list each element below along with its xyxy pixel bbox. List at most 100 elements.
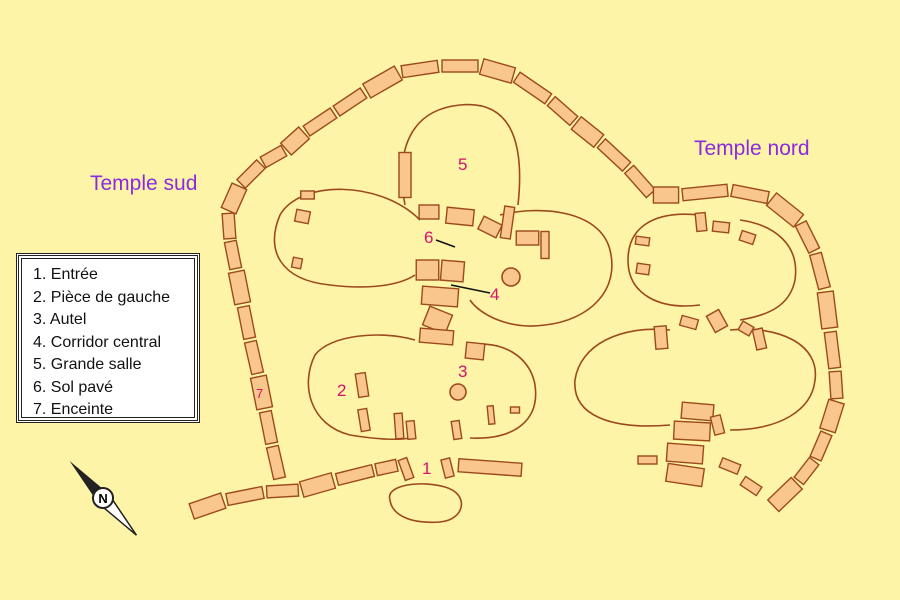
stone <box>637 455 658 465</box>
stone <box>258 409 279 446</box>
stone <box>236 304 257 341</box>
south-lower-left-apse <box>307 334 416 441</box>
temple-north-title: Temple nord <box>694 137 810 160</box>
stone <box>766 476 804 513</box>
outer-wall-stones <box>188 57 846 520</box>
stone <box>664 462 706 488</box>
legend-item-autel: 3. Autel <box>33 311 87 328</box>
stone <box>509 406 521 414</box>
stone <box>540 230 550 260</box>
stone <box>818 398 846 434</box>
stone <box>464 341 486 361</box>
stone <box>332 87 368 117</box>
stone <box>405 419 417 441</box>
south-upper-right-apse <box>469 209 613 327</box>
legend: 1. Entrée 2. Pièce de gauche 3. Autel 4.… <box>16 253 200 423</box>
stone <box>223 239 243 271</box>
stone <box>188 492 227 520</box>
stone <box>596 137 632 173</box>
stone <box>751 327 768 351</box>
stone <box>293 208 312 225</box>
stone <box>652 186 680 204</box>
altar-circle <box>449 383 467 401</box>
stone <box>808 251 832 291</box>
stone <box>478 57 517 85</box>
stone <box>828 370 844 400</box>
stone <box>681 183 729 202</box>
stone <box>816 290 839 330</box>
stone <box>265 483 300 499</box>
stone <box>302 107 338 137</box>
marker-2: 2 <box>337 381 347 400</box>
marker-1: 1 <box>422 459 432 478</box>
stone <box>694 211 708 233</box>
stone <box>809 430 833 462</box>
stone <box>705 308 729 334</box>
stone <box>290 256 304 270</box>
stone <box>440 457 455 479</box>
stone <box>224 485 266 507</box>
stone <box>729 183 771 205</box>
stone <box>354 371 370 399</box>
stone <box>711 220 731 234</box>
south-upper-left-apse <box>273 188 421 288</box>
stone <box>546 95 579 127</box>
stone <box>420 285 460 308</box>
stone <box>393 412 405 440</box>
compass-label: N <box>98 491 107 506</box>
stone <box>235 158 267 190</box>
legend-item-corridor-central: 4. Corridor central <box>33 333 162 351</box>
marker-5: 5 <box>458 155 468 174</box>
legend-item-grande-salle: 5. Grande salle <box>33 356 142 373</box>
stone <box>439 259 466 283</box>
stone <box>300 190 315 200</box>
legend-item-entree: 1. Entrée <box>33 266 98 283</box>
stone <box>634 235 651 247</box>
stone <box>499 205 516 240</box>
marker-7: 7 <box>256 386 264 401</box>
stone <box>680 401 715 422</box>
stone <box>418 204 440 220</box>
stone <box>515 230 540 246</box>
stone <box>243 339 265 376</box>
stone <box>653 325 669 350</box>
stone <box>623 164 657 199</box>
compass: N <box>69 460 138 536</box>
legend-item-sol-pave: 6. Sol pavé <box>33 378 114 396</box>
north-lower-apse <box>574 328 817 431</box>
stone <box>450 419 463 441</box>
stone <box>259 144 288 169</box>
stone <box>444 206 476 227</box>
stone <box>709 413 726 437</box>
legend-item-enceinte: 7. Enceinte <box>33 401 114 418</box>
stone <box>397 456 415 482</box>
stone <box>739 475 763 497</box>
north-upper-apse <box>627 213 797 321</box>
stone <box>279 125 311 157</box>
stone <box>672 420 712 442</box>
marker-4-line <box>450 284 491 294</box>
stone <box>334 463 376 487</box>
south-lower-right-apse <box>469 343 537 439</box>
chamber-outlines <box>273 103 817 524</box>
entrance-forecourt-oval <box>388 483 463 524</box>
temple-south-title: Temple sud <box>90 172 198 195</box>
marker-6: 6 <box>424 228 434 247</box>
stone <box>570 115 605 149</box>
stone <box>220 182 248 215</box>
stone <box>221 212 237 240</box>
stone <box>249 374 274 411</box>
stone <box>415 259 440 281</box>
stone <box>737 320 755 337</box>
stone <box>512 71 553 105</box>
stone <box>441 59 479 73</box>
stone <box>374 458 399 477</box>
stone <box>476 215 504 239</box>
marker-3: 3 <box>458 362 468 381</box>
stone <box>227 269 252 306</box>
marker-4: 4 <box>490 285 500 304</box>
stone <box>718 456 742 476</box>
stone <box>400 59 440 79</box>
stone <box>665 442 705 465</box>
